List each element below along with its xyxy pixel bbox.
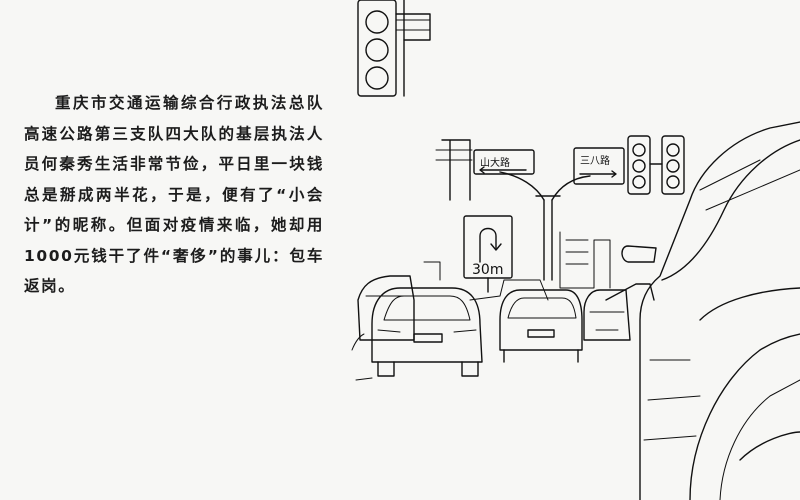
speed-limit-sign: 30m: [463, 215, 513, 293]
foreground-suv: [621, 121, 800, 500]
background-buildings: [423, 231, 611, 289]
top-traffic-light: [357, 0, 431, 97]
story-paragraph: 重庆市交通运输综合行政执法总队高速公路第三支队四大队的基层执法人员何秦秀生活非常…: [24, 94, 324, 295]
traffic-cars: [357, 275, 655, 377]
road-lines: [351, 333, 373, 381]
speed-limit-text: 30m: [472, 262, 503, 278]
left-direction-sign: 山大路: [435, 139, 535, 201]
right-direction-sign: 三八路: [573, 147, 625, 185]
right-traffic-lights: [627, 135, 685, 195]
right-sign-text: 三八路: [580, 154, 610, 167]
signal-pole: [499, 171, 591, 281]
left-sign-text: 山大路: [480, 156, 510, 169]
